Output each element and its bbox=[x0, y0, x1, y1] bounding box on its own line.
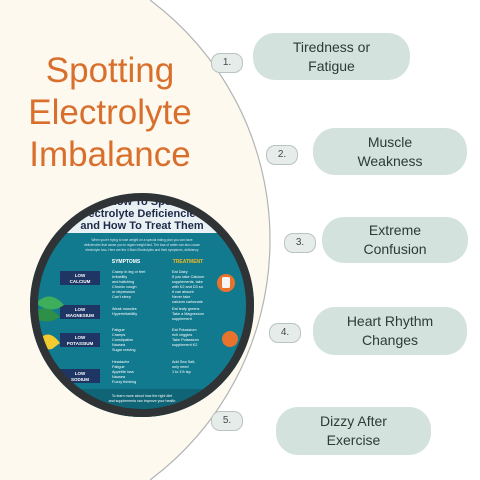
row-1-treatment: Never take bbox=[172, 295, 190, 299]
step-4-number: 4. bbox=[269, 323, 301, 343]
row-4-symptom: Headache bbox=[112, 360, 129, 364]
row-3-treatment: supplement K2 bbox=[172, 343, 197, 347]
step-1-number: 1. bbox=[211, 53, 243, 73]
row-1-symptom: Irritability bbox=[112, 275, 127, 279]
timeline-arc bbox=[149, 0, 271, 480]
row-1-symptom: and twitching bbox=[112, 280, 134, 284]
row-4-treatment: Add Sea Salt, bbox=[172, 360, 195, 364]
row-1-treatment: supplements, take bbox=[172, 280, 203, 284]
row-3-label-2: POTASSIUM bbox=[67, 341, 94, 346]
poster-footer-1: To learn more about how the right diet bbox=[112, 394, 172, 398]
poster-col-symptoms: SYMPTOMS bbox=[112, 259, 141, 265]
row-1-treatment: Eat Dairy bbox=[172, 270, 188, 274]
milk-carton-icon bbox=[222, 277, 230, 288]
row-1-treatment: with K2 and D3 so bbox=[172, 285, 203, 289]
row-4-label-2: SODIUM bbox=[71, 377, 89, 382]
row-2-label-2: MAGNESIUM bbox=[66, 313, 94, 318]
page-title: Spotting Electrolyte Imbalance bbox=[6, 50, 214, 176]
poster-col-treatment: TREATMENT bbox=[173, 259, 203, 265]
row-4-label-1: LOW bbox=[75, 371, 86, 376]
row-3-treatment: Take Potassium bbox=[172, 338, 199, 342]
row-4-symptom: Fatigue bbox=[112, 365, 125, 369]
row-2-symptom: Weak muscles bbox=[112, 307, 137, 311]
poster-footer-2: and supplements can improve your health bbox=[109, 399, 176, 403]
row-2-treatment: Eat leafy greens bbox=[172, 307, 200, 311]
row-1-label-1: LOW bbox=[75, 273, 86, 278]
row-1-treatment: it can absorb bbox=[172, 290, 194, 294]
row-3-label-1: LOW bbox=[75, 335, 86, 340]
row-4-treatment: 1 to 1½ tsp bbox=[172, 370, 191, 374]
row-2-label-1: LOW bbox=[75, 307, 86, 312]
row-1-treatment: calcium carbonate bbox=[172, 300, 203, 304]
step-3-number: 3. bbox=[284, 233, 316, 253]
row-1-symptom: Chronic cough bbox=[112, 285, 136, 289]
poster-title-2: ectrolyte Deficiencie bbox=[89, 208, 196, 220]
row-2-treatment: Take a Magnesium bbox=[172, 312, 204, 316]
row-4-symptom: Fuzzy thinking bbox=[112, 380, 136, 384]
potassium-pill-icon bbox=[222, 331, 238, 347]
title-line-1: Spotting bbox=[45, 51, 175, 90]
row-4-treatment: only need bbox=[172, 365, 188, 369]
row-1-symptom: or depression bbox=[112, 290, 135, 294]
row-1-symptom: Cramp in leg or feet bbox=[112, 270, 146, 274]
row-4-symptom: Appetite loss bbox=[112, 370, 134, 374]
row-1-treatment: If you take Calcium bbox=[172, 275, 204, 279]
poster-title-3: and How To Treat Them bbox=[80, 220, 203, 232]
row-2-symptom: Hyperirritability bbox=[112, 312, 137, 316]
row-2-treatment: supplement bbox=[172, 317, 193, 321]
poster-image: How To Spot ectrolyte Deficiencie and Ho… bbox=[30, 193, 254, 417]
poster-intro-3: electrolyte loss. Here are the 4 Main El… bbox=[85, 248, 198, 252]
poster-intro-2: deficiencies that cause you to regain we… bbox=[84, 243, 200, 247]
row-3-treatment: Eat Potassium bbox=[172, 328, 196, 332]
step-5-number: 5. bbox=[211, 411, 243, 431]
title-line-2: Electrolyte bbox=[28, 93, 192, 132]
row-3-symptom: Nausea bbox=[112, 343, 126, 347]
title-line-3: Imbalance bbox=[29, 135, 191, 174]
row-3-symptom: Cramps bbox=[112, 333, 125, 337]
poster-title-1: How To Spot bbox=[109, 196, 176, 208]
row-4-symptom: Nausea bbox=[112, 375, 126, 379]
row-3-symptom: Fatigue bbox=[112, 328, 125, 332]
row-1-symptom: Can't sleep bbox=[112, 295, 131, 299]
row-3-symptom: Sugar craving bbox=[112, 348, 135, 352]
row-1-label-2: CALCIUM bbox=[70, 279, 91, 284]
poster-intro-1: When you're trying to lose weight on a s… bbox=[91, 238, 192, 242]
step-2-number: 2. bbox=[266, 145, 298, 165]
row-3-symptom: Constipation bbox=[112, 338, 133, 342]
row-3-treatment: rich veggies bbox=[172, 333, 192, 337]
